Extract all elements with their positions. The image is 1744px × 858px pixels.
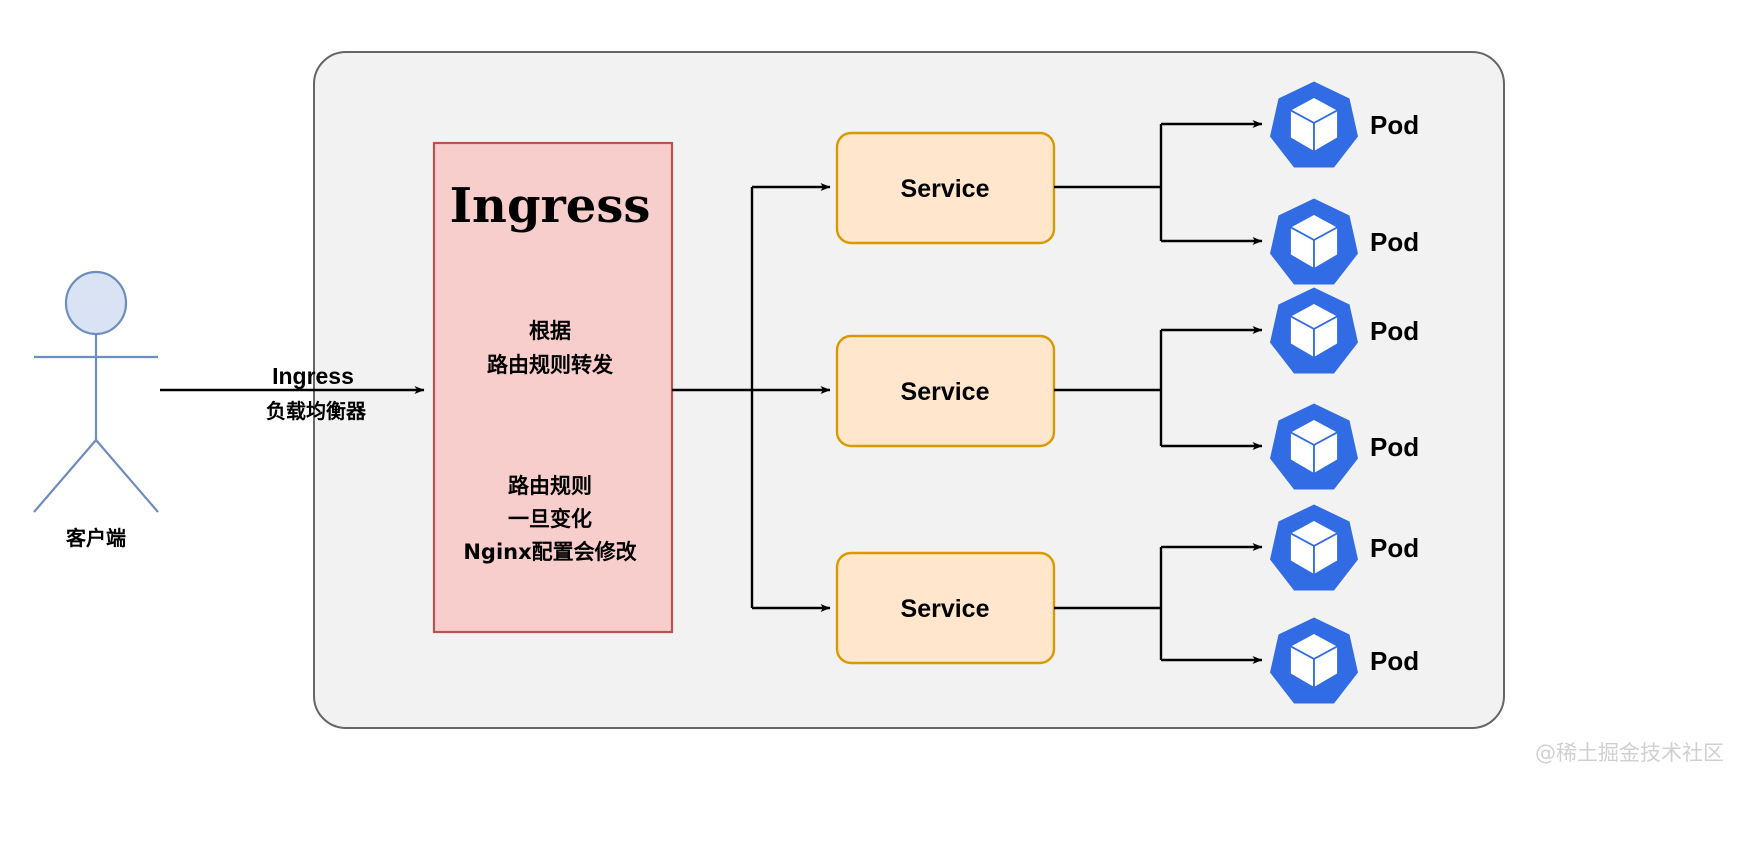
pod-label: Pod (1370, 432, 1419, 462)
kubernetes-pod-icon (1270, 617, 1358, 704)
ingress-box[interactable] (432, 141, 674, 634)
service-node-2[interactable]: Service (835, 334, 1056, 448)
service-label: Service (901, 595, 990, 623)
pod-node-5[interactable]: Pod (1270, 504, 1419, 591)
ingress-note-bottom-line3: Nginx配置会修改 (463, 540, 637, 564)
kubernetes-pod-icon (1270, 198, 1358, 285)
actor-leg-left-line (33, 439, 97, 513)
pod-label: Pod (1370, 533, 1419, 563)
pod-label: Pod (1370, 316, 1419, 346)
pod-label: Pod (1370, 227, 1419, 257)
actor-head-icon (64, 270, 128, 336)
edge-label-ingress: Ingress (272, 363, 354, 389)
edge-group-service-3-to-pods (1054, 543, 1263, 664)
edge-group-ingress-to-services (672, 183, 831, 612)
ingress-note-top-line2: 路由规则转发 (487, 353, 614, 377)
kubernetes-pod-icon (1270, 504, 1358, 591)
edge-label-load-balancer: 负载均衡器 (266, 399, 367, 423)
service-node-3[interactable]: Service (835, 551, 1056, 665)
pod-node-6[interactable]: Pod (1270, 617, 1419, 704)
pod-label: Pod (1370, 110, 1419, 140)
pod-label: Pod (1370, 646, 1419, 676)
pod-node-1[interactable]: Pod (1270, 81, 1419, 168)
service-label: Service (901, 378, 990, 406)
edge-group-service-2-to-pods (1054, 326, 1263, 450)
service-node-1[interactable]: Service (835, 131, 1056, 245)
pod-node-4[interactable]: Pod (1270, 403, 1419, 490)
actor-leg-right-line (95, 439, 159, 513)
client-actor: 客户端 (33, 270, 159, 550)
pod-node-3[interactable]: Pod (1270, 287, 1419, 374)
kubernetes-pod-icon (1270, 81, 1358, 168)
actor-label: 客户端 (65, 526, 126, 550)
ingress-note-bottom-line1: 路由规则 (508, 474, 592, 498)
service-label: Service (901, 175, 990, 203)
edge-client-to-ingress: Ingress 负载均衡器 (160, 363, 425, 423)
edge-group-service-1-to-pods (1054, 120, 1263, 245)
kubernetes-pod-icon (1270, 403, 1358, 490)
ingress-note-bottom-line2: 一旦变化 (508, 507, 592, 531)
ingress-note-top-line1: 根据 (529, 319, 571, 343)
ingress-title: Ingress (450, 178, 651, 234)
ingress-node[interactable]: Ingress 根据 路由规则转发 路由规则 一旦变化 Nginx配置会修改 (432, 141, 674, 634)
watermark-label: @稀土掘金技术社区 (1535, 741, 1724, 765)
pod-node-2[interactable]: Pod (1270, 198, 1419, 285)
kubernetes-pod-icon (1270, 287, 1358, 374)
